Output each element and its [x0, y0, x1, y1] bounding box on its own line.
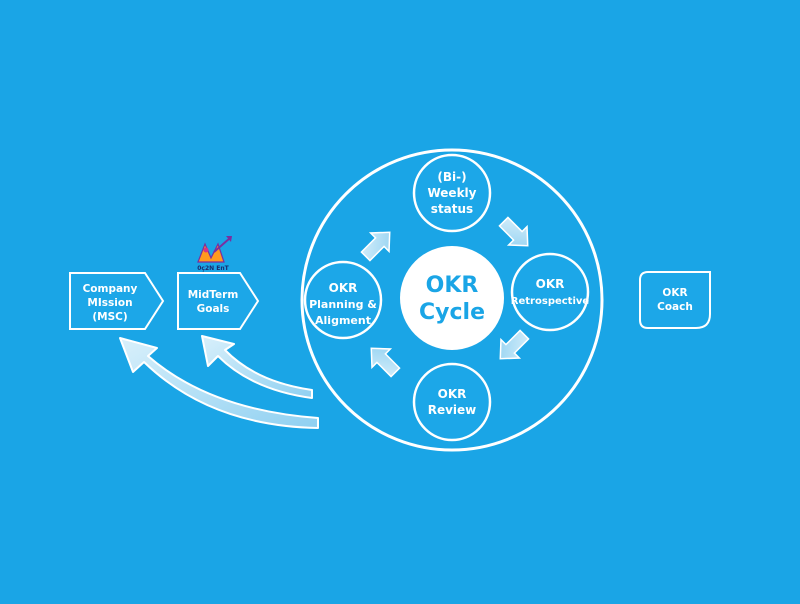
arrow-review-to-planning-icon	[370, 347, 401, 378]
arrow-retro-to-review-icon	[499, 329, 530, 360]
okr-coach-line-1: OKR	[662, 287, 687, 299]
review-line-2: Review	[428, 403, 477, 417]
midterm-goals-line-1: MidTerm	[188, 289, 239, 301]
center-line-1: OKR	[426, 273, 479, 298]
okr-coach-box: OKR Coach	[639, 271, 711, 329]
okr-cycle-center: OKR Cycle	[400, 246, 504, 350]
logo-text: 0ç2N EnT	[197, 265, 229, 272]
retrospective-line-2: Retrospective	[511, 296, 590, 307]
okr-coach-line-2: Coach	[657, 301, 693, 313]
arrow-planning-to-weekly-icon	[360, 231, 391, 262]
curved-arrow-to-company-mission-icon	[119, 337, 319, 429]
company-mission-line-1: Company	[83, 283, 138, 295]
midterm-goals-box: MidTerm Goals	[177, 272, 260, 330]
retrospective-node: OKR Retrospective	[510, 252, 590, 332]
company-mission-line-3: (MSC)	[92, 311, 127, 323]
review-line-1: OKR	[438, 387, 467, 401]
review-node: OKR Review	[412, 362, 492, 442]
weekly-status-node: (Bi-) Weekly status	[412, 153, 492, 233]
arrow-weekly-to-retro-icon	[498, 216, 529, 247]
curved-arrow-to-midterm-icon	[201, 335, 313, 399]
center-line-2: Cycle	[419, 300, 485, 325]
retrospective-line-1: OKR	[536, 277, 565, 291]
planning-node: OKR Planning & Aligment	[303, 260, 383, 340]
company-mission-box: Company MIssion (MSC)	[69, 272, 165, 330]
rocket-logo-icon	[197, 236, 232, 263]
planning-line-2: Planning &	[309, 298, 377, 311]
planning-line-3: Aligment	[315, 314, 371, 327]
midterm-goals-line-2: Goals	[197, 303, 230, 315]
company-mission-line-2: MIssion	[87, 297, 132, 309]
cycle-outer-ring	[300, 148, 604, 452]
weekly-status-line-3: status	[431, 202, 473, 216]
weekly-status-line-1: (Bi-)	[437, 170, 466, 184]
weekly-status-line-2: Weekly	[427, 186, 476, 200]
planning-line-1: OKR	[329, 281, 358, 295]
